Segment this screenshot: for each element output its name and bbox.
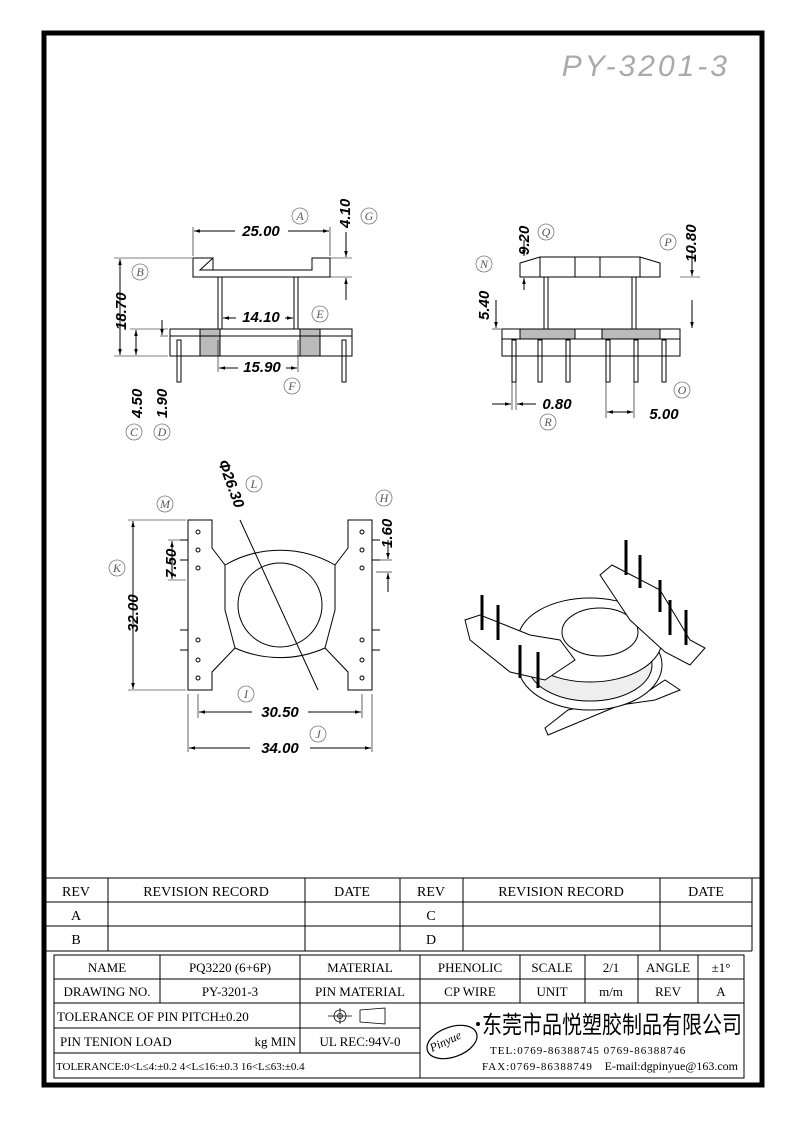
callout-c: C	[130, 425, 139, 439]
rev-header-rev2: REV	[417, 885, 445, 900]
dim-left-height: 18.70	[113, 292, 130, 330]
dim-side-h3: 5.40	[476, 290, 493, 320]
callout-n: N	[479, 257, 489, 271]
logo-text: Pinyue	[426, 1028, 464, 1055]
dim-slot-pitch: 7.50	[163, 548, 180, 578]
dim-bottom-height: 32.00	[125, 594, 142, 632]
dim-pin-dia: 0.80	[542, 396, 572, 413]
dim-outer-span: 34.00	[261, 740, 299, 757]
callout-p: P	[663, 235, 672, 249]
callout-d: D	[157, 425, 167, 439]
company-email: E-mail:dgpinyue@163.com	[605, 1059, 739, 1073]
dim-side-h1: 9.20	[516, 225, 533, 255]
dim-slot-h: 1.60	[379, 518, 396, 548]
tb-rev-value: A	[716, 984, 726, 999]
tb-pin-material-label: PIN MATERIAL	[315, 984, 405, 999]
callout-a: A	[295, 209, 304, 223]
dim-inner-span: 30.50	[261, 704, 299, 721]
tb-angle-label: ANGLE	[646, 960, 690, 975]
tb-tol-pitch: TOLERANCE OF PIN PITCH±0.20	[57, 1009, 249, 1024]
callout-b: B	[136, 265, 144, 279]
tb-scale-label: SCALE	[531, 960, 572, 975]
rev-row-b: B	[71, 933, 80, 948]
company-fax: FAX:0769-86388749	[482, 1061, 593, 1073]
callout-q: Q	[542, 225, 551, 239]
tb-rev-label: REV	[655, 984, 682, 999]
tb-pin-load-unit: kg MIN	[254, 1034, 296, 1049]
callout-f: F	[287, 379, 296, 393]
dim-side-h2: 10.80	[683, 224, 700, 262]
rev-row-d: D	[426, 933, 436, 948]
dim-pin-span: 15.90	[243, 359, 281, 376]
tb-angle-value: ±1°	[712, 960, 731, 975]
company-name: 东莞市品悦塑胶制品有限公司	[482, 1011, 742, 1039]
sheet-border	[41, 30, 765, 1088]
rev-row-a: A	[71, 909, 82, 924]
rev-header-date2: DATE	[688, 885, 724, 900]
dim-diameter: Φ26.30	[214, 458, 247, 511]
rev-header-record2: REVISION RECORD	[498, 885, 624, 900]
tb-pin-load: PIN TENION LOAD	[60, 1034, 172, 1049]
rev-row-c: C	[426, 909, 435, 924]
revision-text: REV REVISION RECORD DATE REV REVISION RE…	[62, 885, 724, 948]
callout-m: M	[159, 497, 171, 511]
callout-r: R	[543, 415, 552, 429]
revision-table	[44, 877, 762, 952]
callouts	[108, 207, 691, 743]
tb-unit-label: UNIT	[536, 984, 567, 999]
tb-pin-material-value: CP WIRE	[444, 984, 496, 999]
dim-base-h2: 1.90	[154, 388, 171, 418]
projection-symbol	[328, 1007, 386, 1025]
tb-material-value: PHENOLIC	[438, 960, 502, 975]
company-logo: Pinyue	[426, 1022, 480, 1060]
dim-top-gap: 4.10	[337, 198, 354, 229]
tb-name-label: NAME	[88, 960, 126, 975]
dim-inner-width: 14.10	[242, 309, 280, 326]
tb-tolerance: TOLERANCE:0<L≤4:±0.2 4<L≤16:±0.3 16<L≤63…	[56, 1061, 305, 1073]
tb-name-value: PQ3220 (6+6P)	[189, 960, 271, 975]
tb-drawing-no-value: PY-3201-3	[202, 984, 258, 999]
callout-j: J	[315, 727, 321, 741]
tb-ul: UL REC:94V-0	[319, 1034, 400, 1049]
callout-i: I	[243, 687, 249, 701]
rev-header-record1: REVISION RECORD	[143, 885, 269, 900]
callout-g: G	[365, 209, 374, 223]
tb-unit-value: m/m	[599, 984, 623, 999]
rev-header-rev1: REV	[62, 885, 90, 900]
isometric-view	[464, 540, 706, 736]
callout-h: H	[379, 491, 390, 505]
drawing-code: PY-3201-3	[562, 50, 730, 83]
callout-l: L	[250, 477, 258, 491]
callout-k: K	[112, 561, 122, 575]
tb-drawing-no-label: DRAWING NO.	[63, 984, 150, 999]
dim-top-width: 25.00	[241, 223, 280, 240]
tb-scale-value: 2/1	[603, 960, 620, 975]
company-tel: TEL:0769-86388745 0769-86388746	[490, 1045, 686, 1057]
callout-e: E	[315, 307, 324, 321]
dim-pin-pitch: 5.00	[649, 406, 679, 423]
title-block	[53, 954, 745, 1079]
callout-o: O	[678, 383, 687, 397]
tb-material-label: MATERIAL	[327, 960, 393, 975]
rev-header-date1: DATE	[334, 885, 370, 900]
front-view	[114, 227, 353, 383]
side-view	[492, 240, 700, 418]
bottom-view	[128, 519, 392, 752]
dim-base-h1: 4.50	[129, 388, 146, 419]
